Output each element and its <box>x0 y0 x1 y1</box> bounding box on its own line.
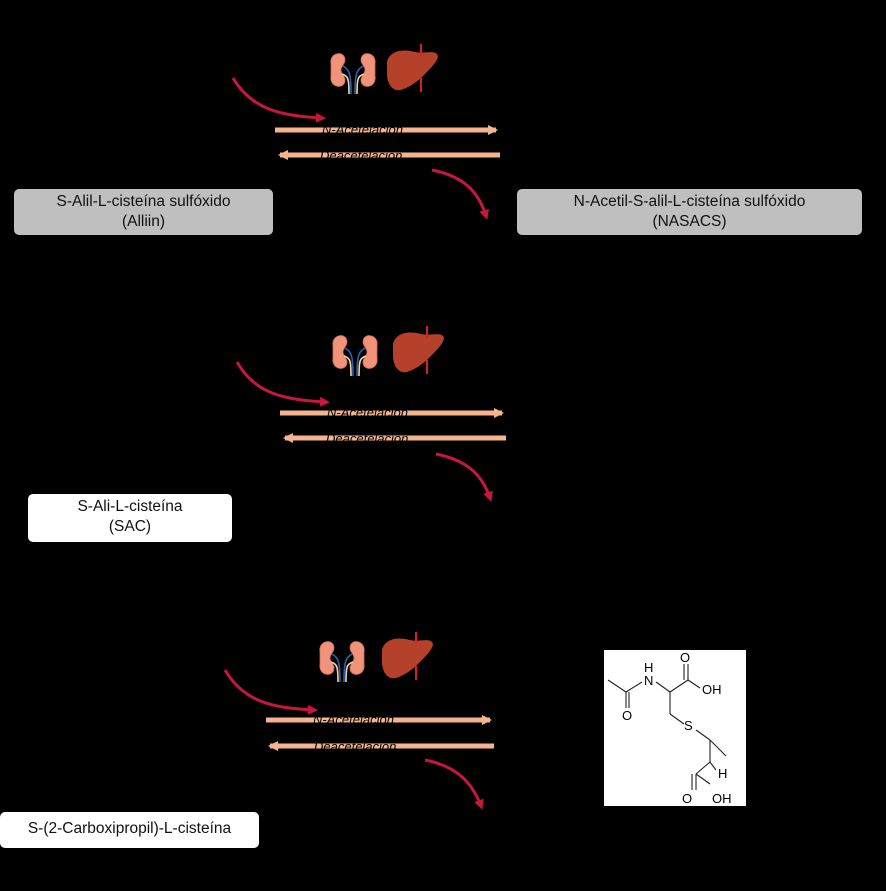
atom-n: N <box>649 66 658 81</box>
atom-h2n: H2N <box>80 680 106 695</box>
atom-o: O <box>90 87 100 102</box>
sac-structure: H2N O OH S <box>80 340 182 490</box>
atom-o: O <box>682 791 692 806</box>
atom-h2n: H2N <box>80 370 106 385</box>
atom-o: O <box>106 791 116 806</box>
atom-s: S <box>699 116 708 131</box>
reverse-label-row-1: Deacetelación <box>320 148 402 163</box>
curved-arrow-in-row-1 <box>231 77 326 123</box>
liver-icon <box>381 631 434 681</box>
kidney-icon <box>330 52 376 95</box>
nasacs-structure: N O O OH S O <box>607 40 738 184</box>
substrate-name: S-Alil-L-cisteína sulfóxido <box>56 193 231 210</box>
substrate-abbr: (SAC) <box>108 518 152 535</box>
atom-ho: HO <box>52 791 72 806</box>
product-structure-panel: N H O O OH S H O OH <box>604 650 746 806</box>
substrate-abbr: (Alliin) <box>121 213 166 230</box>
carboxypropyl-cysteine-structure: H2N O OH S H HO O <box>52 650 184 806</box>
forward-label-row-2: N-Acetelación <box>327 405 408 420</box>
n-acetyl-sac-structure: N O O OH S <box>605 344 730 492</box>
atom-n: N <box>644 673 653 688</box>
atom-o: O <box>622 708 632 723</box>
curved-arrow-in-row-2 <box>235 361 330 407</box>
atom-o: O <box>708 112 718 127</box>
atom-o: O <box>624 104 634 119</box>
atom-oh: OH <box>164 686 184 701</box>
atom-h: H <box>62 766 71 781</box>
organ-icons-row-2 <box>332 325 445 377</box>
substrate-label-sac: S-Ali-L-cisteína (SAC) <box>28 494 232 542</box>
product-abbr: (NASACS) <box>652 213 727 230</box>
liver-icon <box>386 43 439 93</box>
atom-o: O <box>622 408 632 423</box>
atom-o: O <box>140 650 150 665</box>
substrate-name: S-Ali-L-cisteína <box>77 498 183 515</box>
substrate-label-alliin: S-Alil-L-cisteína sulfóxido (Alliin) <box>14 189 273 235</box>
atom-h: H <box>718 766 727 781</box>
curved-arrow-out-row-2 <box>435 452 493 502</box>
kidney-icon <box>332 334 378 377</box>
atom-oh: OH <box>710 380 730 395</box>
curved-arrow-in-row-3 <box>223 669 318 715</box>
atom-s: S <box>684 718 693 733</box>
atom-s: S <box>102 422 111 437</box>
atom-s: S <box>692 424 701 439</box>
atom-nh2: NH2 <box>108 152 134 167</box>
atom-s: S <box>159 127 168 142</box>
atom-o: O <box>159 152 169 167</box>
reverse-label-row-3: Deacetelación <box>314 739 396 754</box>
atom-oh: OH <box>162 374 182 389</box>
curved-arrow-out-row-1 <box>431 168 490 220</box>
atom-oh: OH <box>712 791 732 806</box>
substrate-label-carboxypropyl: S-(2-Carboxipropil)-L-cisteína <box>0 812 259 848</box>
alliin-structure: HO O NH2 S O <box>52 87 237 167</box>
atom-h: H <box>644 660 653 675</box>
atom-o: O <box>686 344 696 359</box>
atom-s: S <box>102 726 111 741</box>
curved-arrow-out-row-3 <box>424 758 484 810</box>
organ-icons-row-1 <box>330 43 439 95</box>
substrate-name: S-(2-Carboxipropil)-L-cisteína <box>27 820 232 837</box>
atom-n: N <box>646 372 655 387</box>
forward-label-row-1: N-Acetelación <box>322 122 403 137</box>
product-name: N-Acetil-S-alil-L-cisteína sulfóxido <box>573 193 806 210</box>
atom-o: O <box>680 650 690 665</box>
kidney-icon <box>319 640 365 683</box>
atom-o: O <box>140 340 150 355</box>
atom-oh: OH <box>718 76 738 91</box>
product-label-nasacs: N-Acetil-S-alil-L-cisteína sulfóxido (NA… <box>517 189 862 235</box>
atom-ho: HO <box>52 127 72 142</box>
reverse-label-row-2: Deacetelación <box>326 431 408 446</box>
atom-oh: OH <box>702 682 722 697</box>
atom-o: O <box>694 40 704 55</box>
forward-label-row-3: N-Acetelación <box>313 712 394 727</box>
liver-icon <box>392 325 445 375</box>
n-acetyl-carboxypropyl-cysteine-structure: N H O O OH S H O OH <box>607 650 732 806</box>
organ-icons-row-3 <box>319 631 434 683</box>
